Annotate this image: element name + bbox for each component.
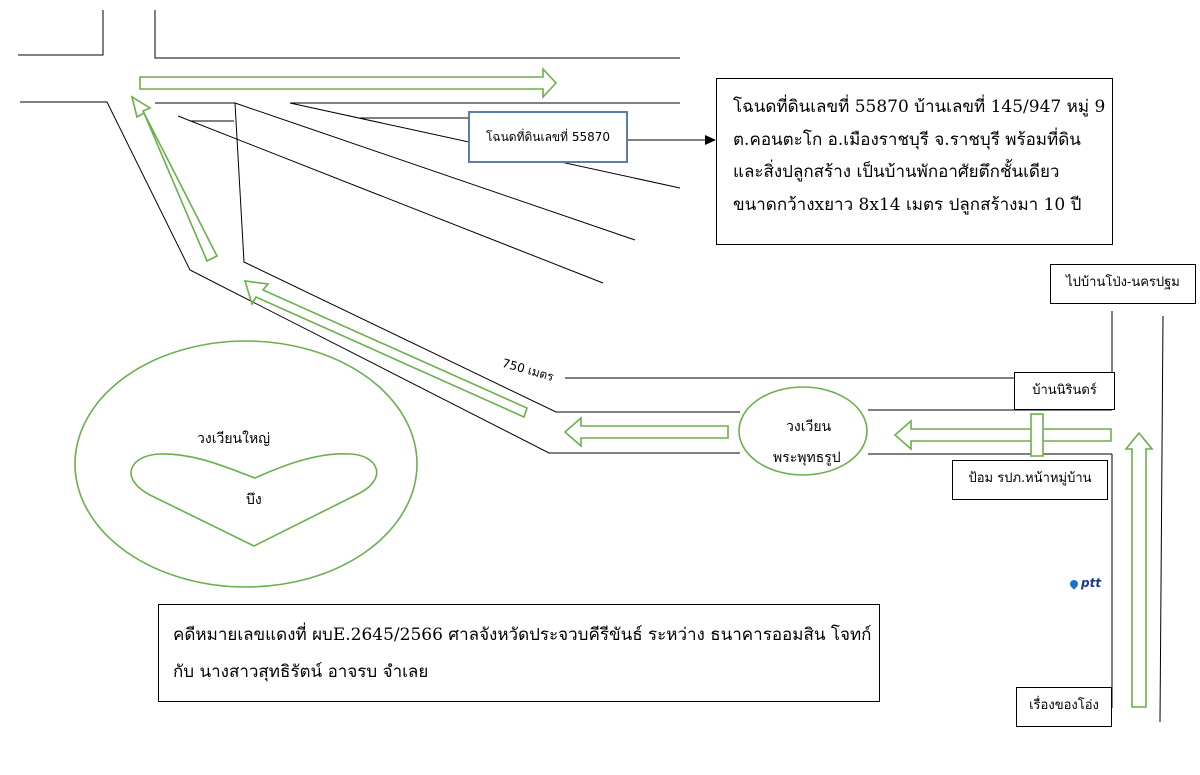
guard-post [1030, 413, 1044, 457]
arrow-up-diagonal [243, 280, 528, 419]
buddha-roundabout-label-2: พระพุทธรูป [773, 450, 841, 466]
lake-label: บึง [246, 492, 262, 508]
road-edge [1159, 315, 1164, 723]
pointer-arrowhead [705, 135, 716, 145]
baan-nirin-label: บ้านนิรินดร์ [1014, 372, 1115, 410]
ruang-label: เรื่องของโอ่ง [1016, 687, 1112, 727]
case-line-1: คดีหมายเลขแดงที่ ผบE.2645/2566 ศาลจังหวั… [173, 625, 872, 645]
property-line-4: ขนาดกว้างxยาว 8x14 เมตร ปลูกสร้างมา 10 ป… [733, 194, 1082, 215]
buddha-roundabout-circle [738, 386, 868, 476]
ptt-logo: ptt [1068, 576, 1102, 590]
big-roundabout-circle [74, 340, 418, 588]
property-line-3: และสิ่งปลูกสร้าง เป็นบ้านพักอาศัยตึกชั้น… [733, 162, 1060, 182]
property-line-1: โฉนดที่ดินเลขที่ 55870 บ้านเลขที่ 145/94… [733, 97, 1106, 117]
property-info-box: โฉนดที่ดินเลขที่ 55870 บ้านเลขที่ 145/94… [716, 78, 1113, 245]
guard-post-label: ป้อม รปภ.หน้าหมู่บ้าน [952, 460, 1108, 500]
property-line-2: ต.คอนตะโก อ.เมืองราชบุรี จ.ราชบุรี พร้อม… [733, 129, 1081, 150]
arrow-right-top [139, 66, 558, 100]
heart-lake [130, 453, 378, 547]
arrow-left-lower [563, 416, 729, 448]
ptt-drop-icon [1068, 577, 1080, 590]
road-edge [155, 102, 740, 413]
route-arrows [130, 66, 1154, 708]
case-line-2: กับ นางสาวสุทธิรัตน์ อาจรบ จำเลย [173, 662, 429, 682]
case-info-box: คดีหมายเลขแดงที่ ผบE.2645/2566 ศาลจังหวั… [158, 604, 880, 702]
road-edge [18, 10, 104, 56]
road-edge [234, 102, 636, 241]
deed-label: โฉนดที่ดินเลขที่ 55870 [468, 111, 628, 163]
road-edge [177, 115, 604, 284]
arrow-up-left [130, 95, 219, 263]
arrow-up-right [1124, 431, 1154, 708]
ptt-text: ptt [1081, 576, 1102, 590]
buddha-roundabout-label-1: วงเวียน [786, 419, 832, 435]
road-edge [20, 101, 740, 454]
to-bangpong-label: ไปบ้านโป่ง-นครปฐม [1050, 264, 1196, 304]
arrow-left-right [893, 419, 1112, 451]
big-roundabout-label: วงเวียนใหญ่ [197, 431, 271, 447]
road-edge [154, 10, 680, 59]
